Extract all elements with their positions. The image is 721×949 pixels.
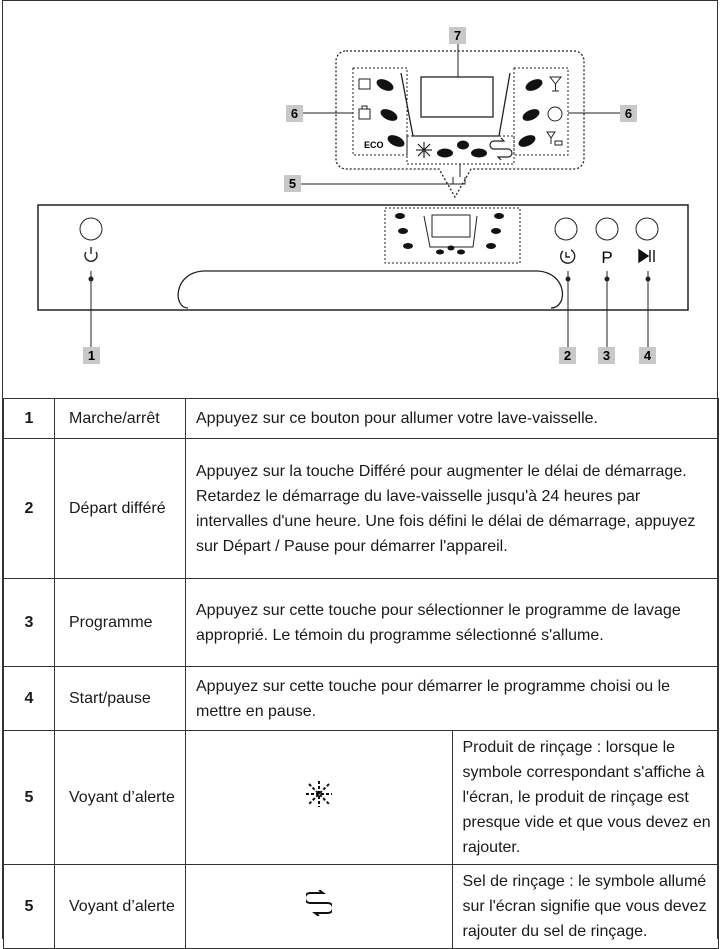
callout-3: 3 xyxy=(603,348,610,363)
table-row: 1 Marche/arrêt Appuyez sur ce bouton pou… xyxy=(3,398,719,439)
callout-6-left-box xyxy=(286,105,303,122)
callout-4: 4 xyxy=(644,348,652,363)
led xyxy=(457,140,469,150)
control-name: Marche/arrêt xyxy=(54,398,186,439)
control-panel-diagram: ECO 7 xyxy=(37,27,689,364)
control-description: Appuyez sur ce bouton pour allumer votre… xyxy=(185,398,719,439)
control-name: Départ différé xyxy=(54,438,186,579)
panel-callouts: 1 2 3 4 xyxy=(83,271,656,364)
table-row: 5 Voyant d’alerte Produit de rinçage : l… xyxy=(3,730,719,865)
zoom-right-option-leds xyxy=(518,76,563,147)
90-min-icon xyxy=(547,106,563,122)
program-p-icon: P xyxy=(601,248,612,267)
callout-1-box xyxy=(83,347,100,364)
control-description: Appuyez sur cette touche pour sélectionn… xyxy=(185,578,719,667)
table-row: 4 Start/pause Appuyez sur cette touche p… xyxy=(3,666,719,731)
zoomed-display-panel xyxy=(335,50,585,199)
play-pause-icon xyxy=(638,248,655,264)
control-name: Start/pause xyxy=(54,666,186,731)
led xyxy=(437,148,453,158)
glass-rack-icon xyxy=(546,131,563,146)
callout-7: 7 xyxy=(454,28,461,43)
led xyxy=(387,135,405,147)
power-icon xyxy=(84,247,98,262)
salt-icon xyxy=(489,137,513,161)
control-name: Programme xyxy=(54,578,186,667)
rinse-aid-icon xyxy=(416,142,432,158)
callout-6-right-box xyxy=(620,105,637,122)
zoom-callouts: 7 6 6 5 xyxy=(284,27,637,192)
control-name: Voyant d’alerte xyxy=(54,864,186,949)
callout-2: 2 xyxy=(564,348,571,363)
salt-icon xyxy=(303,888,334,917)
callout-4-box xyxy=(639,347,656,364)
callout-7-box xyxy=(449,27,466,44)
row-number: 4 xyxy=(3,666,55,731)
led xyxy=(522,109,540,121)
control-description: Appuyez sur cette touche pour démarrer l… xyxy=(185,666,719,731)
pot-icon xyxy=(358,78,371,90)
callout-1: 1 xyxy=(88,348,95,363)
row-number: 5 xyxy=(3,730,55,865)
power-button xyxy=(79,217,103,241)
row-number: 1 xyxy=(3,398,55,439)
zoom-left-program-leds: ECO xyxy=(358,78,405,150)
callout-6-right: 6 xyxy=(625,106,632,121)
callout-2-box xyxy=(559,347,576,364)
led xyxy=(376,79,394,91)
callout-3-box xyxy=(598,347,615,364)
row-number: 5 xyxy=(3,864,55,949)
control-description: Produit de rinçage : lorsque le symbole … xyxy=(451,730,719,865)
delay-timer-icon xyxy=(560,249,576,264)
table-row: 3 Programme Appuyez sur cette touche pou… xyxy=(3,578,719,667)
start-pause-button xyxy=(635,217,659,241)
program-button xyxy=(595,217,619,241)
rinse-aid-icon-cell xyxy=(185,730,453,865)
callout-5-box xyxy=(284,175,301,192)
rinse-aid-icon xyxy=(305,780,332,807)
controls-table: 1 Marche/arrêt Appuyez sur ce bouton pou… xyxy=(3,398,719,949)
callout-6-left: 6 xyxy=(291,106,298,121)
callout-5: 5 xyxy=(289,176,296,191)
bowl-icon xyxy=(358,105,371,120)
glass-icon xyxy=(548,76,563,92)
salt-icon-cell xyxy=(185,864,453,949)
led xyxy=(518,135,536,147)
led xyxy=(471,148,487,158)
appliance-panel: P xyxy=(37,204,689,311)
zoom-alert-row xyxy=(416,137,513,161)
control-description: Sel de rinçage : le symbole allumé sur l… xyxy=(451,864,719,949)
control-name: Voyant d’alerte xyxy=(54,730,186,865)
control-description: Appuyez sur la touche Différé pour augme… xyxy=(185,438,719,579)
delay-button xyxy=(554,217,578,241)
table-row: 5 Voyant d’alerte Sel de rinçage : le sy… xyxy=(3,864,719,949)
led xyxy=(380,109,398,121)
table-row: 2 Départ différé Appuyez sur la touche D… xyxy=(3,438,719,579)
door-handle xyxy=(177,270,564,309)
row-number: 3 xyxy=(3,578,55,667)
row-number: 2 xyxy=(3,438,55,579)
led xyxy=(525,79,543,91)
eco-label: ECO xyxy=(364,140,384,150)
